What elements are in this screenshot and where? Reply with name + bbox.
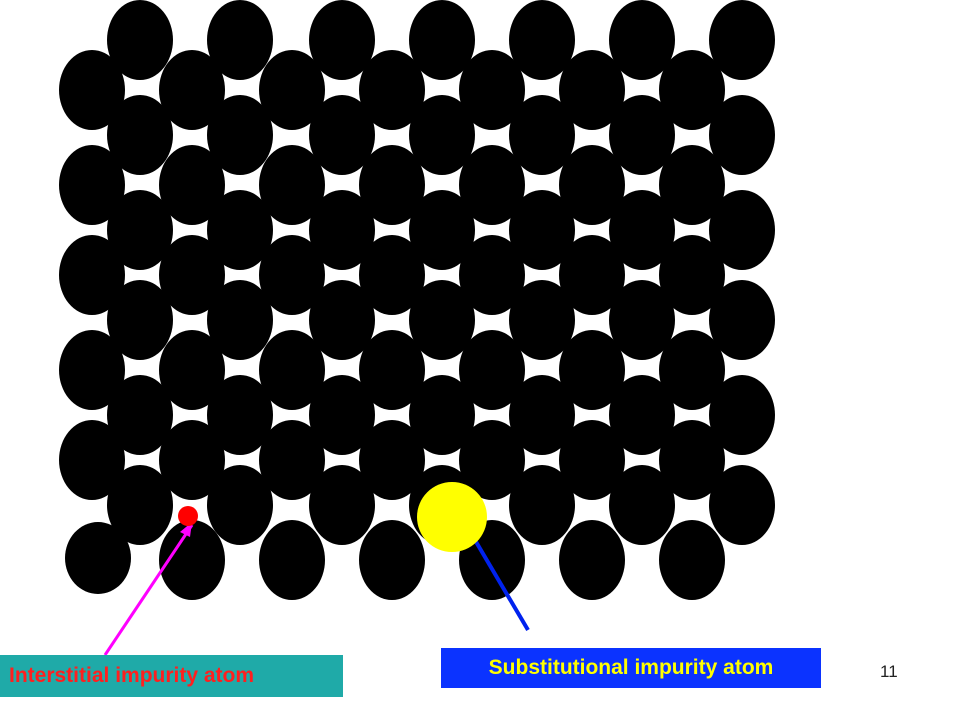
host-atom (107, 375, 173, 455)
host-atom (159, 235, 225, 315)
host-atom (59, 420, 125, 500)
host-atom (309, 465, 375, 545)
host-atom (207, 190, 273, 270)
host-atom (359, 420, 425, 500)
host-atom (659, 520, 725, 600)
host-atoms-group (59, 0, 775, 600)
host-atom (159, 420, 225, 500)
substitutional-label: Substitutional impurity atom (441, 648, 821, 688)
host-atom (609, 95, 675, 175)
host-atom (59, 50, 125, 130)
host-atom (159, 520, 225, 600)
host-atom (207, 465, 273, 545)
host-atom (107, 190, 173, 270)
host-atom (609, 280, 675, 360)
page-number: 11 (880, 662, 898, 681)
host-atom (609, 465, 675, 545)
host-atom (309, 190, 375, 270)
interstitial-impurity-atom (178, 506, 198, 526)
host-atom (207, 95, 273, 175)
host-atom (509, 0, 575, 80)
host-atom (659, 420, 725, 500)
host-atom (659, 235, 725, 315)
host-atom (207, 280, 273, 360)
interstitial-arrow (103, 524, 194, 656)
host-atom (259, 145, 325, 225)
host-atom (359, 145, 425, 225)
host-atom (159, 145, 225, 225)
host-atom (107, 95, 173, 175)
interstitial-label: Interstitial impurity atom (0, 655, 343, 697)
host-atom (107, 0, 173, 80)
host-atom (207, 0, 273, 80)
host-atom (709, 465, 775, 545)
host-atom (159, 50, 225, 130)
host-atom (559, 50, 625, 130)
host-atom (559, 235, 625, 315)
host-atom (207, 375, 273, 455)
host-atom (609, 0, 675, 80)
host-atom (659, 145, 725, 225)
host-atom (459, 145, 525, 225)
host-atom (509, 280, 575, 360)
host-atom (409, 0, 475, 80)
host-atom (359, 520, 425, 600)
host-atom (309, 280, 375, 360)
host-atom (459, 420, 525, 500)
host-atom (409, 95, 475, 175)
host-atom (559, 420, 625, 500)
host-atom (509, 190, 575, 270)
host-atom (509, 375, 575, 455)
host-atom (559, 330, 625, 410)
host-atom (509, 95, 575, 175)
host-atom (509, 465, 575, 545)
host-atom (359, 330, 425, 410)
host-atom (659, 50, 725, 130)
host-atom (259, 520, 325, 600)
host-atom (107, 465, 173, 545)
host-atom (59, 145, 125, 225)
host-atom (259, 330, 325, 410)
host-atom (559, 145, 625, 225)
host-atom (159, 330, 225, 410)
host-atom (459, 330, 525, 410)
host-atom (659, 330, 725, 410)
host-atom (459, 235, 525, 315)
host-atom (709, 280, 775, 360)
host-atom (409, 280, 475, 360)
host-atom (65, 522, 131, 594)
host-atom (409, 375, 475, 455)
host-atom (259, 235, 325, 315)
host-atom (107, 280, 173, 360)
host-atom (359, 235, 425, 315)
substitutional-impurity-atom (417, 482, 487, 552)
host-atom (309, 0, 375, 80)
host-atom (609, 190, 675, 270)
host-atom (259, 420, 325, 500)
host-atom (59, 330, 125, 410)
host-atom (409, 190, 475, 270)
host-atom (709, 375, 775, 455)
host-atom (309, 95, 375, 175)
host-atom (709, 190, 775, 270)
host-atom (709, 0, 775, 80)
host-atom (709, 95, 775, 175)
host-atom (609, 375, 675, 455)
host-atom (259, 50, 325, 130)
host-atom (559, 520, 625, 600)
host-atom (59, 235, 125, 315)
host-atom (459, 50, 525, 130)
host-atom (359, 50, 425, 130)
host-atom (309, 375, 375, 455)
